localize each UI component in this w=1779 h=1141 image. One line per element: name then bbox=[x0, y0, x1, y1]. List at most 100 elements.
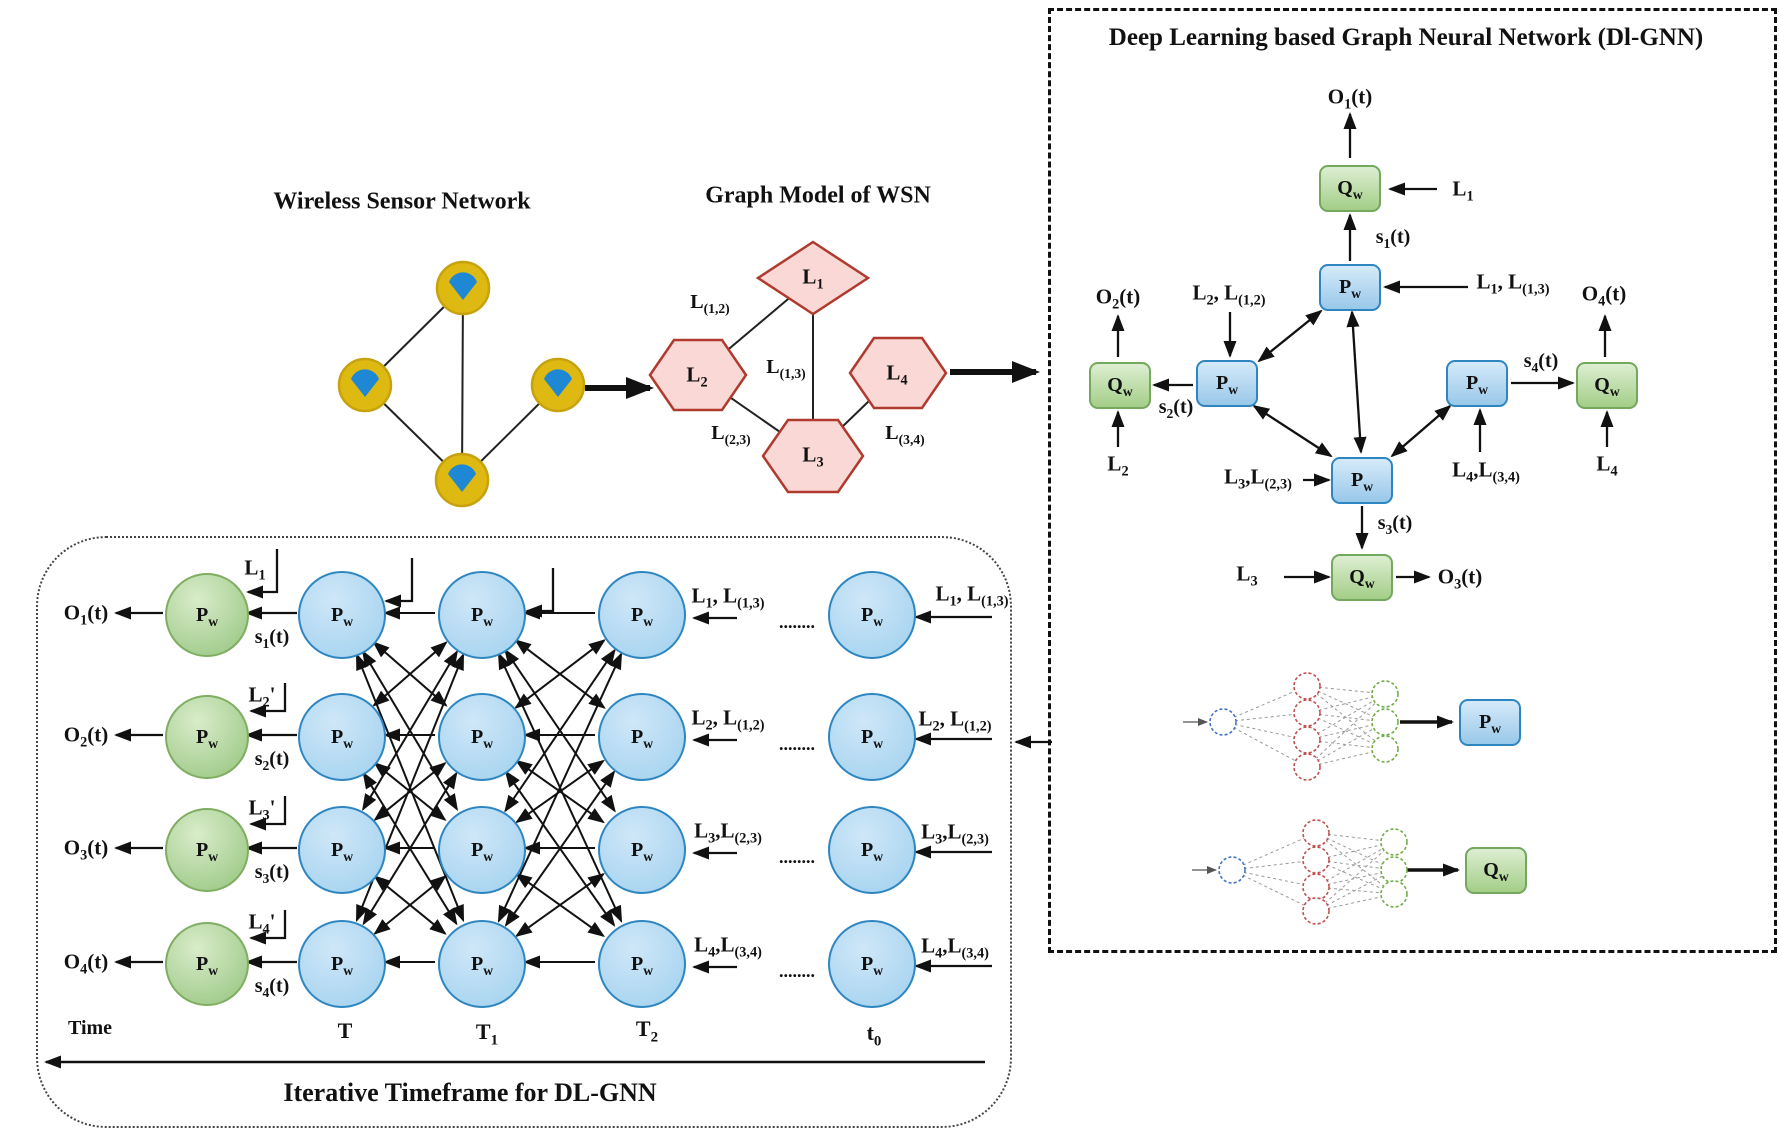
feedback-elbow-T1 bbox=[525, 568, 555, 618]
pw-circle-col2-row2: Pw bbox=[438, 693, 526, 781]
time-axis-label: Time bbox=[67, 1017, 113, 1039]
timeframe-s-label-row2: s2(t) bbox=[254, 748, 290, 773]
dlgnn-in4-label: L4,L(3,4) bbox=[1452, 457, 1520, 486]
nn-hidden-node bbox=[1293, 672, 1321, 700]
graph-node-label-L1: L1 bbox=[802, 264, 824, 293]
nn-link bbox=[1315, 841, 1395, 912]
pw-circle-col3-row1: Pw bbox=[598, 571, 686, 659]
pw-box-bottom-label: Pw bbox=[1350, 468, 1374, 494]
nn-link bbox=[1231, 859, 1317, 871]
pw-circle-col3-row4-label: Pw bbox=[630, 952, 654, 978]
nn-hidden-node bbox=[1302, 846, 1330, 874]
nn-link bbox=[1315, 859, 1395, 895]
pw-bidirectional-arrow bbox=[1390, 404, 1452, 458]
timeframe-column-label-3: T2 bbox=[635, 1016, 659, 1046]
wsn-title: Wireless Sensor Network bbox=[273, 188, 531, 215]
l-input-elbow-row2 bbox=[249, 683, 287, 718]
timeframe-output-label-row2: O2(t) bbox=[63, 722, 109, 751]
pw-circle-col3-row2-label: Pw bbox=[630, 725, 654, 751]
timeframe-right-input-label-row3: L3,L(2,3) bbox=[921, 819, 989, 848]
pw-box-bottom: Pw bbox=[1331, 456, 1393, 504]
timeframe-cross-arrow bbox=[515, 872, 605, 938]
pw-circle-col2-row3-label: Pw bbox=[470, 838, 494, 864]
pw-circle-col4-row2-label: Pw bbox=[860, 725, 884, 751]
dlgnn-l3-label: L3 bbox=[1236, 561, 1258, 590]
nn-link bbox=[1306, 712, 1386, 750]
graph-node-L3-hexagon bbox=[761, 418, 865, 494]
dlgnn-o4-label: O4(t) bbox=[1581, 281, 1627, 310]
pw-circle-col2-row1-label: Pw bbox=[470, 603, 494, 629]
qw-box-3-label: Qw bbox=[1349, 565, 1375, 591]
graph-edge-label-L34: L(3,4) bbox=[885, 422, 925, 447]
pw-output-circle-row3: Pw bbox=[165, 808, 249, 892]
timeframe-cross-arrow bbox=[373, 875, 447, 935]
nn-link bbox=[1222, 721, 1308, 768]
dlgnn-o3-label: O3(t) bbox=[1437, 564, 1483, 593]
timeframe-continuation-dots-row1: ........ bbox=[779, 612, 815, 632]
timeframe-continuation-dots-row4: ........ bbox=[779, 961, 815, 981]
timeframe-l-label-row4: L4' bbox=[248, 909, 276, 938]
timeframe-column-label-1: T bbox=[337, 1018, 353, 1043]
pw-output-circle-row4-label: Pw bbox=[195, 952, 219, 978]
nn-link bbox=[1315, 832, 1395, 895]
pw-circle-col3-row4: Pw bbox=[598, 920, 686, 1008]
timeframe-l-label-row2: L2' bbox=[248, 682, 276, 711]
graph-node-L4-hexagon bbox=[848, 336, 948, 410]
nn-output-node bbox=[1371, 680, 1399, 708]
nn-link bbox=[1222, 721, 1308, 741]
timeframe-right-input-label-row1: L1, L(1,3) bbox=[935, 581, 1009, 610]
pw-output-circle-row2-label: Pw bbox=[195, 725, 219, 751]
pw-circle-col1-row1: Pw bbox=[298, 571, 386, 659]
nn-hidden-node bbox=[1302, 873, 1330, 901]
nn-hidden-node bbox=[1293, 753, 1321, 781]
pw-circle-col1-row2: Pw bbox=[298, 693, 386, 781]
nn-input-node bbox=[1218, 856, 1246, 884]
pw-box-right: Pw bbox=[1446, 359, 1508, 407]
nn-qw-box-label: Qw bbox=[1483, 858, 1509, 884]
pw-box-top-label: Pw bbox=[1338, 275, 1362, 301]
pw-output-circle-row1: Pw bbox=[165, 573, 249, 657]
pw-box-top: Pw bbox=[1319, 263, 1381, 311]
pw-bidirectional-arrow bbox=[1257, 309, 1323, 363]
timeframe-s-label-row4: s4(t) bbox=[254, 975, 290, 1000]
timeframe-s-label-row3: s3(t) bbox=[254, 861, 290, 886]
dlgnn-in1-label: L1, L(1,3) bbox=[1476, 269, 1550, 298]
pw-circle-col2-row1: Pw bbox=[438, 571, 526, 659]
nn-link bbox=[1306, 685, 1386, 723]
dlgnn-l4-label: L4 bbox=[1596, 451, 1618, 480]
pw-circle-col2-row4: Pw bbox=[438, 920, 526, 1008]
timeframe-l-label-row1: L1 bbox=[244, 555, 266, 584]
nn-link bbox=[1306, 685, 1386, 750]
pw-output-circle-row4: Pw bbox=[165, 922, 249, 1006]
nn-output-node bbox=[1371, 735, 1399, 763]
timeframe-column-label-2: T1 bbox=[475, 1019, 499, 1049]
pw-box-left: Pw bbox=[1196, 359, 1258, 407]
nn-hidden-node bbox=[1293, 699, 1321, 727]
nn-hidden-node bbox=[1293, 726, 1321, 754]
nn-hidden-node bbox=[1302, 897, 1330, 925]
nn-pw-box-label: Pw bbox=[1478, 710, 1502, 736]
pw-circle-col2-row3: Pw bbox=[438, 806, 526, 894]
dlgnn-o2-label: O2(t) bbox=[1095, 284, 1141, 313]
timeframe-right-input-label-row2: L2, L(1,2) bbox=[918, 706, 992, 735]
qw-box-3: Qw bbox=[1331, 553, 1393, 601]
nn-output-node bbox=[1380, 828, 1408, 856]
wsn-links bbox=[364, 287, 559, 481]
dlgnn-s2-label: s2(t) bbox=[1158, 396, 1194, 421]
qw-box-4: Qw bbox=[1576, 361, 1638, 409]
pw-output-circle-row1-label: Pw bbox=[195, 603, 219, 629]
pw-circle-col4-row3: Pw bbox=[828, 806, 916, 894]
sensor-node-3 bbox=[434, 452, 490, 508]
pw-output-circle-row2: Pw bbox=[165, 695, 249, 779]
l-input-elbow-row3 bbox=[249, 796, 287, 831]
pw-bidirectional-arrow bbox=[1346, 310, 1367, 454]
pw-box-left-label: Pw bbox=[1215, 371, 1239, 397]
qw-box-1: Qw bbox=[1319, 164, 1381, 212]
graph-node-label-L3: L3 bbox=[802, 442, 824, 471]
graph-edge-label-L23: L(2,3) bbox=[711, 422, 751, 447]
dlgnn-s3-label: s3(t) bbox=[1377, 512, 1413, 537]
timeframe-output-label-row4: O4(t) bbox=[63, 949, 109, 978]
l-input-elbow-row1 bbox=[246, 549, 279, 599]
sensor-node-4 bbox=[530, 357, 586, 413]
